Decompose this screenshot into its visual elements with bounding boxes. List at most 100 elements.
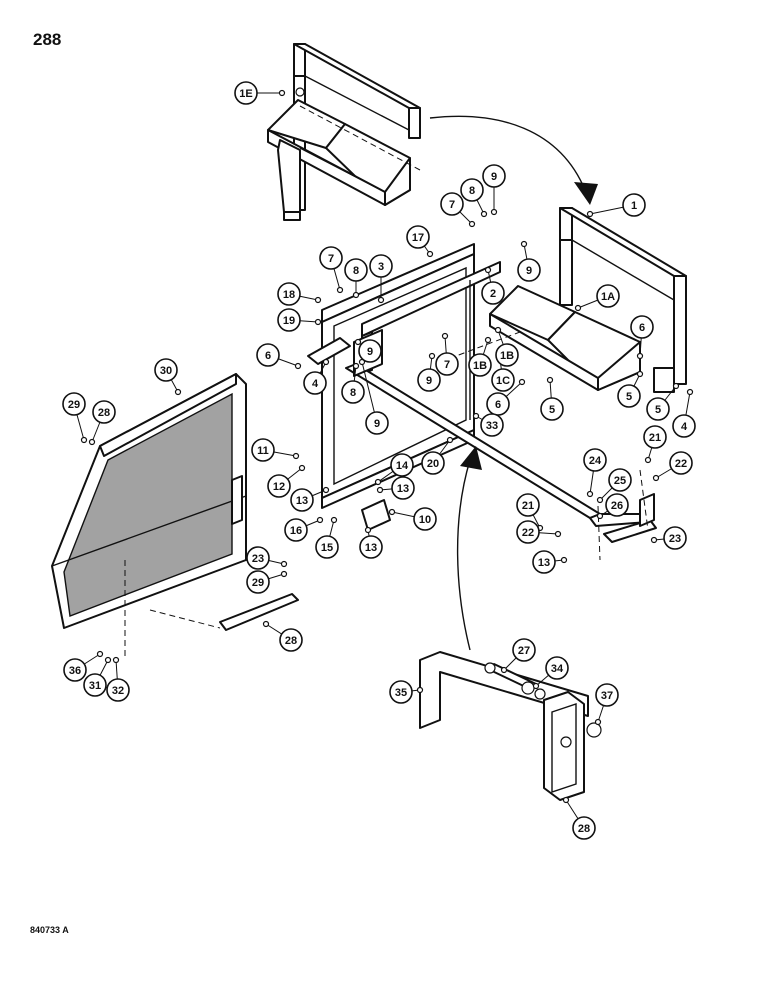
hardware-point (292, 452, 300, 460)
callout-label: 1B (500, 350, 514, 362)
callout-label: 20 (427, 458, 439, 470)
callout-label: 2 (490, 288, 496, 300)
callout-label: 29 (252, 577, 264, 589)
hardware-point (364, 526, 372, 534)
hardware-point (174, 388, 182, 396)
callout-label: 17 (412, 232, 424, 244)
callout-label: 26 (611, 500, 623, 512)
nut-36-drawing (586, 722, 602, 738)
hardware-point (586, 210, 594, 218)
hardware-point (374, 478, 382, 486)
callout-circle (303, 371, 327, 395)
callout-label: 21 (522, 500, 534, 512)
callout: 33 (480, 413, 504, 437)
hardware-point (280, 570, 288, 578)
callout-label: 23 (669, 533, 681, 545)
callout: 13 (532, 550, 556, 574)
callout: 21 (516, 493, 540, 517)
callout-label: 12 (273, 481, 285, 493)
callout-circle (596, 284, 620, 308)
callout: 12 (267, 474, 291, 498)
callout: 6 (256, 343, 280, 367)
callout: 13 (290, 488, 314, 512)
callout-label: 4 (681, 421, 688, 433)
callout-circle (595, 683, 619, 707)
callout-circle (344, 258, 368, 282)
hardware-point (484, 336, 492, 344)
callout-circle (234, 81, 258, 105)
callout-circle (646, 397, 670, 421)
callout-circle (608, 468, 632, 492)
callout-label: 13 (538, 557, 550, 569)
callout: 5 (646, 397, 670, 421)
callout-label: 19 (283, 315, 295, 327)
callout-circle (517, 258, 541, 282)
callout-circle (92, 400, 116, 424)
callout: 29 (246, 570, 270, 594)
callout-label: 9 (367, 346, 373, 358)
callout-label: 1C (496, 375, 510, 387)
callout-circle (315, 535, 339, 559)
hardware-point (686, 388, 694, 396)
screen-30-drawing (51, 373, 247, 629)
callout-circle (630, 315, 654, 339)
callout: 1B (468, 353, 492, 377)
callout: 17 (406, 225, 430, 249)
hardware-point (330, 516, 338, 524)
callout: 6 (486, 392, 510, 416)
callout-circle (516, 493, 540, 517)
callout-circle (617, 384, 641, 408)
callout-circle (391, 476, 415, 500)
callout-label: 1A (601, 291, 615, 303)
callout: 26 (605, 493, 629, 517)
callout-circle (251, 438, 275, 462)
callout-label: 8 (353, 265, 359, 277)
callout-circle (491, 368, 515, 392)
callout-circle (440, 192, 464, 216)
callout-circle (480, 413, 504, 437)
callout: 24 (583, 448, 607, 472)
callout-label: 29 (68, 399, 80, 411)
hardware-point (314, 296, 322, 304)
callout-circle (583, 448, 607, 472)
hardware-point (388, 508, 396, 516)
page-number: 288 (33, 30, 62, 49)
callout-circle (622, 193, 646, 217)
frame-1e-drawing (267, 43, 421, 221)
callout-label: 5 (549, 404, 555, 416)
hardware-point (336, 286, 344, 294)
bar-27-drawing (219, 593, 299, 631)
hardware-point (594, 718, 602, 726)
callout-circle (669, 451, 693, 475)
callout: 1 (622, 193, 646, 217)
callout: 9 (358, 339, 382, 363)
callout-circle (406, 225, 430, 249)
callout-circle (246, 546, 270, 570)
callout-label: 22 (522, 527, 534, 539)
callout: 16 (284, 518, 308, 542)
callout-label: 8 (350, 387, 356, 399)
callout-label: 7 (328, 253, 334, 265)
curved-arrow-top (429, 115, 598, 205)
callout: 7 (435, 352, 459, 376)
hardware-point (262, 620, 270, 628)
callout: 8 (460, 178, 484, 202)
callout-circle (672, 414, 696, 438)
callout-label: 28 (578, 823, 590, 835)
callout: 29 (62, 392, 86, 416)
callout-label: 36 (69, 665, 81, 677)
callout-label: 13 (296, 495, 308, 507)
callout-circle (106, 678, 130, 702)
callout-label: 31 (89, 680, 101, 692)
hardware-point (426, 250, 434, 258)
callout: 7 (440, 192, 464, 216)
hardware-point (322, 486, 330, 494)
callout: 28 (279, 628, 303, 652)
callout: 21 (643, 425, 667, 449)
callout: 6 (630, 315, 654, 339)
callout-label: 15 (321, 542, 333, 554)
callout-circle (545, 656, 569, 680)
callout: 1A (596, 284, 620, 308)
callout-circle (572, 816, 596, 840)
